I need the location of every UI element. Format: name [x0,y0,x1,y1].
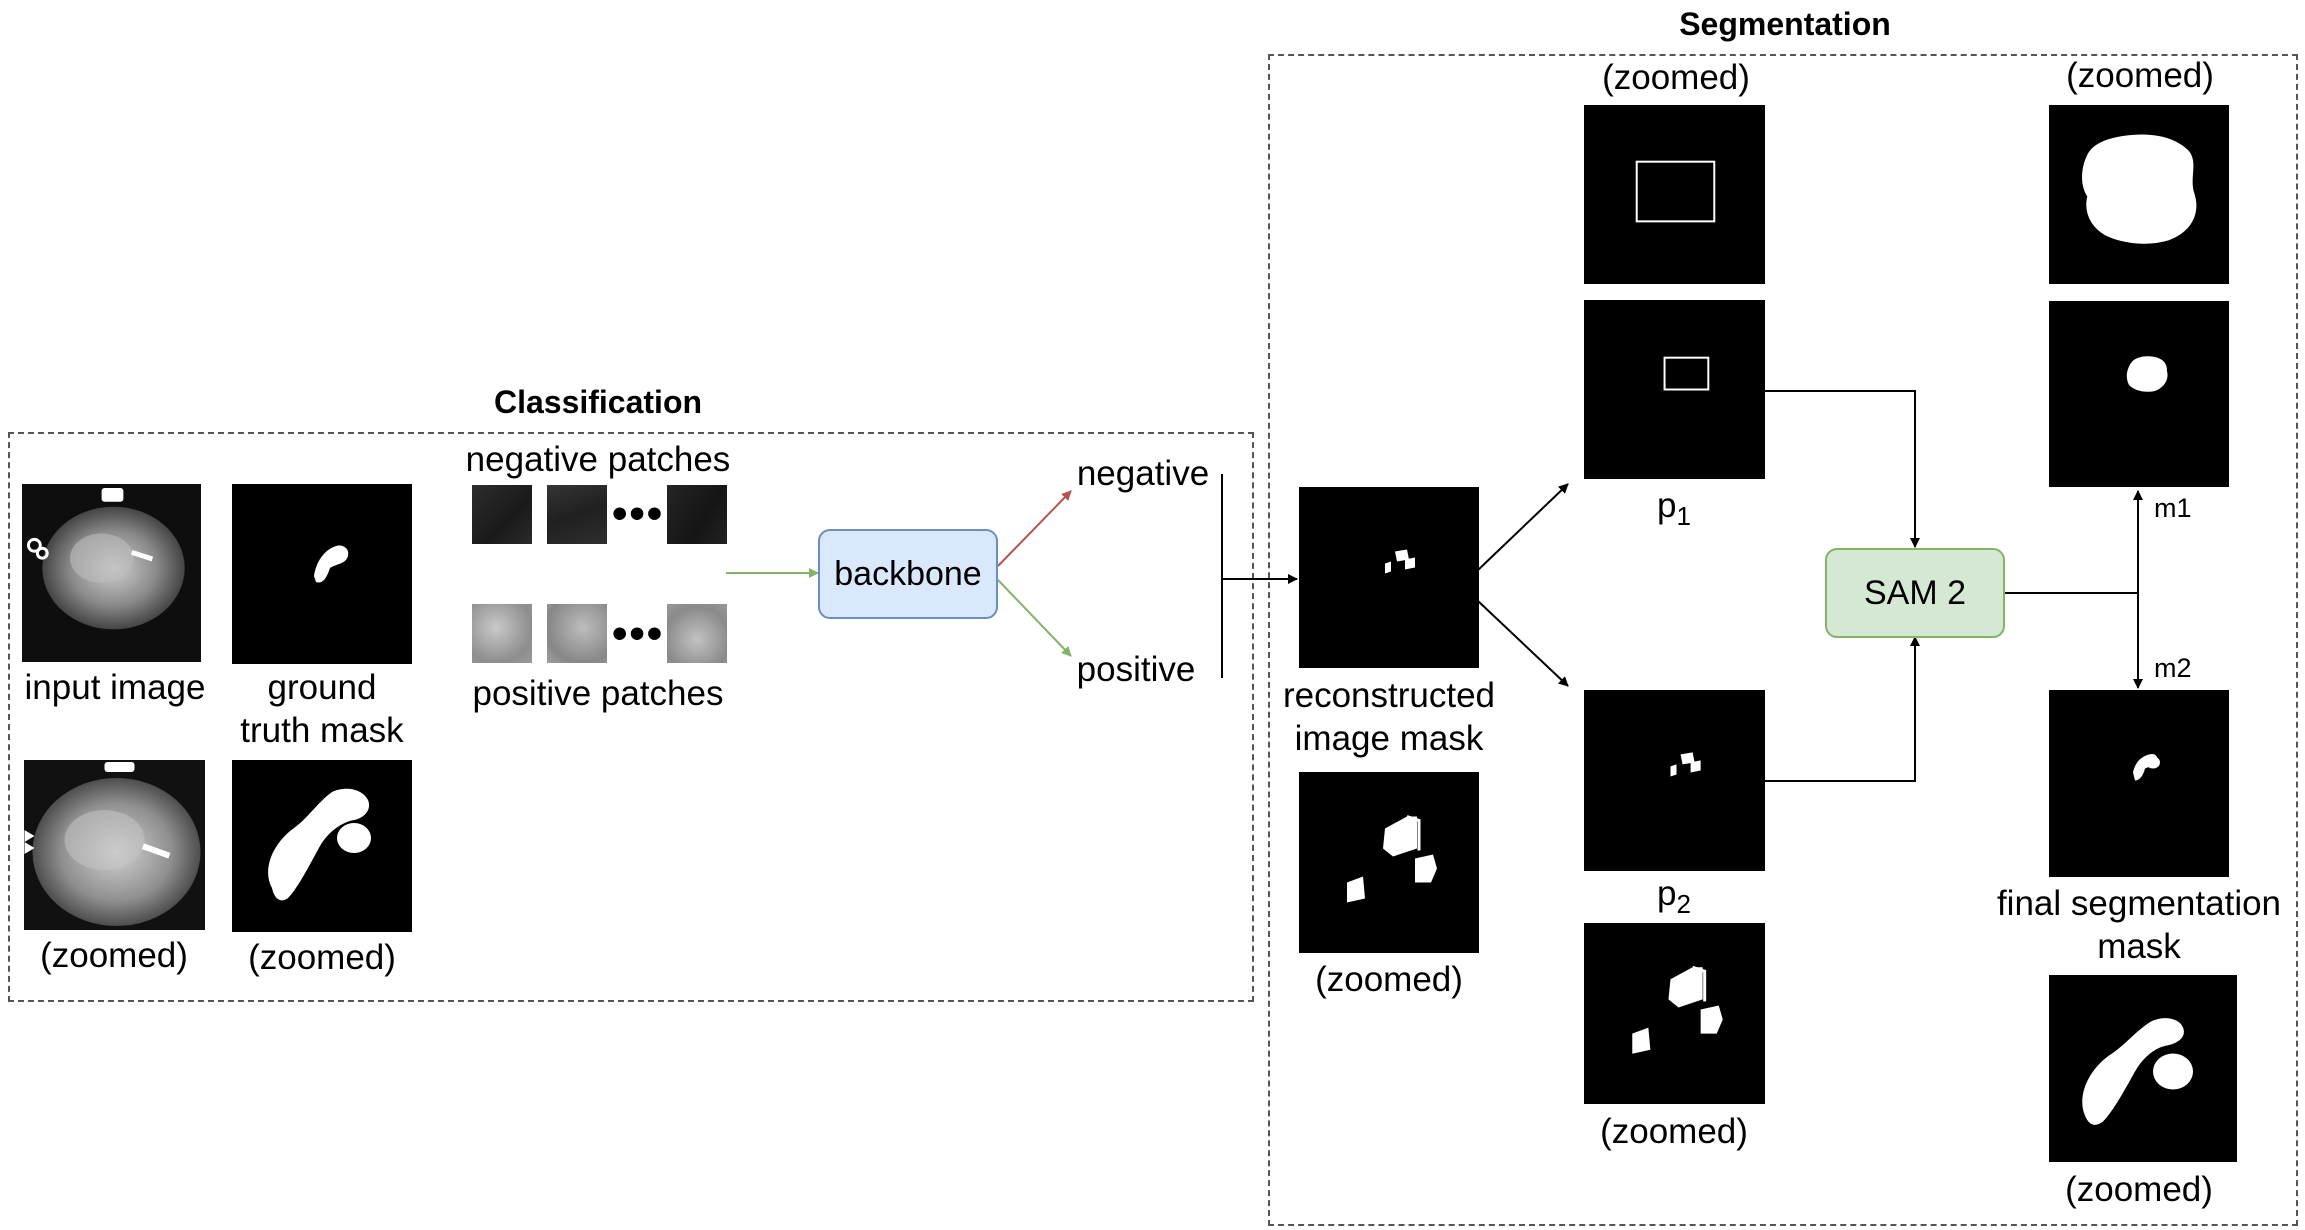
negative-patches-label: negative patches [465,440,731,479]
p2-point-prompt [1584,690,1765,871]
sam2-node: SAM 2 [1825,548,2005,638]
reconstructed-label-line2: image mask [1294,719,1484,758]
positive-patches-ellipsis: ••• [612,609,665,658]
m1-zoomed-label: (zoomed) [2066,56,2214,95]
ground-truth-mask-zoomed [232,760,412,932]
segmentation-frame [1268,54,2298,1226]
m1-mask [2049,301,2229,487]
p1-subscript: 1 [1676,501,1691,531]
classification-title: Classification [493,384,703,420]
positive-patches-label: positive patches [472,674,724,713]
backbone-node: backbone [818,529,998,619]
input-image-label: input image [24,668,206,707]
p1-prompt-zoomed [1584,105,1765,284]
input-image [22,484,201,662]
p2-label: p2 [1657,874,1691,919]
p2-prompt-zoomed [1584,923,1765,1104]
negative-patch-n [667,485,727,544]
classification-frame [8,432,1254,1002]
negative-patch-2 [547,485,607,544]
positive-output-label: positive [1076,650,1196,689]
reconstructed-image-mask-zoomed [1299,772,1479,953]
final-segmentation-mask-zoomed [2049,975,2237,1162]
positive-patch-2 [547,604,607,663]
m2-label: m2 [2154,653,2192,683]
reconstructed-zoomed-label: (zoomed) [1315,960,1463,999]
p1-box-prompt [1584,300,1765,479]
ground-truth-label-line1: ground [267,668,377,707]
negative-patches-ellipsis: ••• [612,489,665,538]
final-segmentation-mask [2049,690,2229,877]
final-mask-label-line1: final segmentation [1996,884,2282,923]
final-zoomed-label: (zoomed) [2065,1170,2213,1209]
ground-truth-label-line2: truth mask [240,711,404,750]
p2-zoomed-label: (zoomed) [1600,1112,1748,1151]
input-zoomed-label: (zoomed) [40,936,188,975]
ground-truth-mask [232,484,412,664]
negative-output-label: negative [1076,454,1210,493]
segmentation-title: Segmentation [1679,6,1891,42]
reconstructed-label-line1: reconstructed [1282,676,1496,715]
positive-patch-1 [472,604,532,663]
final-mask-label-line2: mask [2097,927,2181,966]
positive-patch-n [667,604,727,663]
negative-patch-1 [472,485,532,544]
m1-mask-zoomed [2049,105,2229,284]
input-image-zoomed [24,760,205,930]
p2-subscript: 2 [1676,889,1691,919]
p1-label: p1 [1657,486,1691,531]
p1-zoomed-label: (zoomed) [1602,58,1750,97]
ground-truth-zoomed-label: (zoomed) [248,938,396,977]
reconstructed-image-mask [1299,487,1479,668]
m1-label: m1 [2154,493,2192,523]
